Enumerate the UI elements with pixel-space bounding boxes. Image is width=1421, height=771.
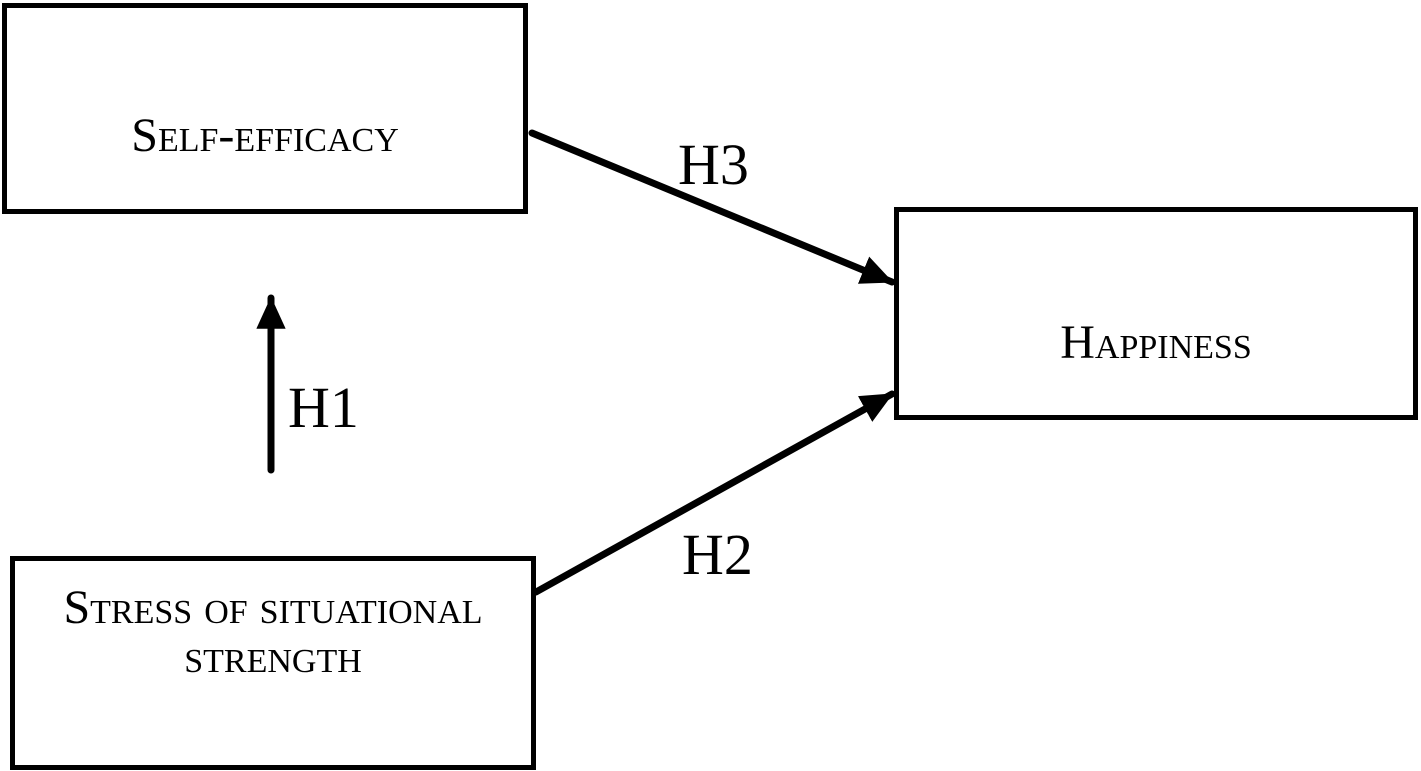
node-self-efficacy-label: Self-efficacy [131, 109, 399, 163]
node-happiness-label: Happiness [1060, 316, 1252, 370]
edge-label-h1: H1 [288, 375, 359, 440]
node-stress-label-line-1: Stress of situational [63, 581, 483, 634]
edge-label-h3: H3 [678, 132, 749, 197]
node-self-efficacy: Self-efficacy [2, 3, 528, 214]
node-stress-of-situational-strength: Stress of situational strength [10, 556, 536, 770]
node-happiness: Happiness [894, 207, 1418, 420]
node-stress-label: Stress of situational strength [63, 581, 483, 683]
node-stress-label-line-2: strength [184, 629, 362, 683]
edge-label-h2: H2 [682, 522, 753, 587]
